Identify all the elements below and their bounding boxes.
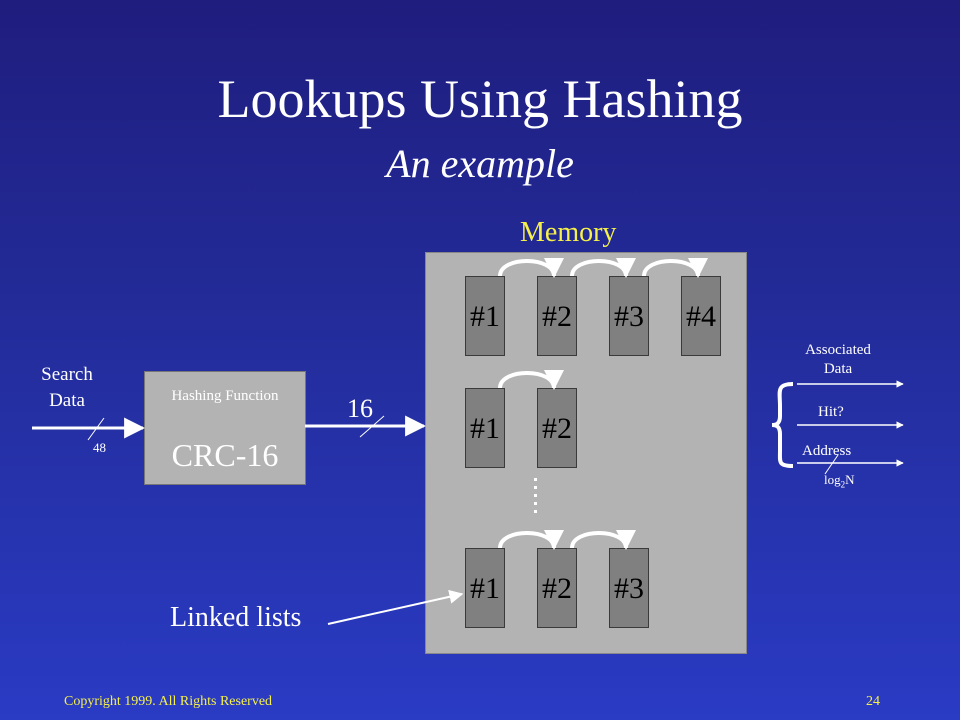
input-width-label: 48 — [93, 440, 106, 455]
output-brace — [771, 382, 794, 468]
bucket-row2-entry2: #2 — [537, 388, 577, 468]
bucket-row1-entry1: #1 — [465, 276, 505, 356]
search-data-label: Search Data — [41, 364, 93, 411]
link-arrow-r1-1 — [498, 257, 564, 278]
bucket-row1-entry3: #3 — [609, 276, 649, 356]
bucket-row3-entry1: #1 — [465, 548, 505, 628]
bucket-row3-entry2: #2 — [537, 548, 577, 628]
link-arrow-r3-1 — [498, 529, 564, 550]
footer-copyright: Copyright 1999. All Rights Reserved — [64, 694, 273, 709]
hash-width-tick — [359, 415, 385, 438]
slide-title: Lookups Using Hashing — [217, 69, 743, 129]
hit-label: Hit? — [818, 404, 844, 420]
hash-function-label: Hashing Function — [171, 388, 279, 404]
associated-data-label: Associated Data — [805, 342, 871, 377]
linked-lists-arrow — [327, 589, 464, 625]
link-arrow-r2-1 — [498, 369, 564, 390]
bucket-row1-entry2: #2 — [537, 276, 577, 356]
address-label: Address — [802, 443, 852, 459]
footer-page-number: 24 — [866, 694, 880, 709]
link-arrow-r1-3 — [642, 257, 708, 278]
ellipsis-dots — [534, 478, 537, 513]
bucket-row3-entry3: #3 — [609, 548, 649, 628]
bucket-row2-entry1: #1 — [465, 388, 505, 468]
hash-width-label: 16 — [347, 394, 373, 423]
bucket-row1-entry4: #4 — [681, 276, 721, 356]
memory-label: Memory — [520, 217, 617, 248]
address-width-label: log2N — [824, 472, 855, 490]
input-width-tick — [87, 417, 105, 441]
linked-lists-label: Linked lists — [170, 602, 302, 633]
hash-function-name: CRC-16 — [171, 437, 279, 473]
slide-subtitle: An example — [386, 141, 574, 186]
address-width-tick — [824, 454, 839, 475]
link-arrow-r1-2 — [570, 257, 636, 278]
link-arrow-r3-2 — [570, 529, 636, 550]
